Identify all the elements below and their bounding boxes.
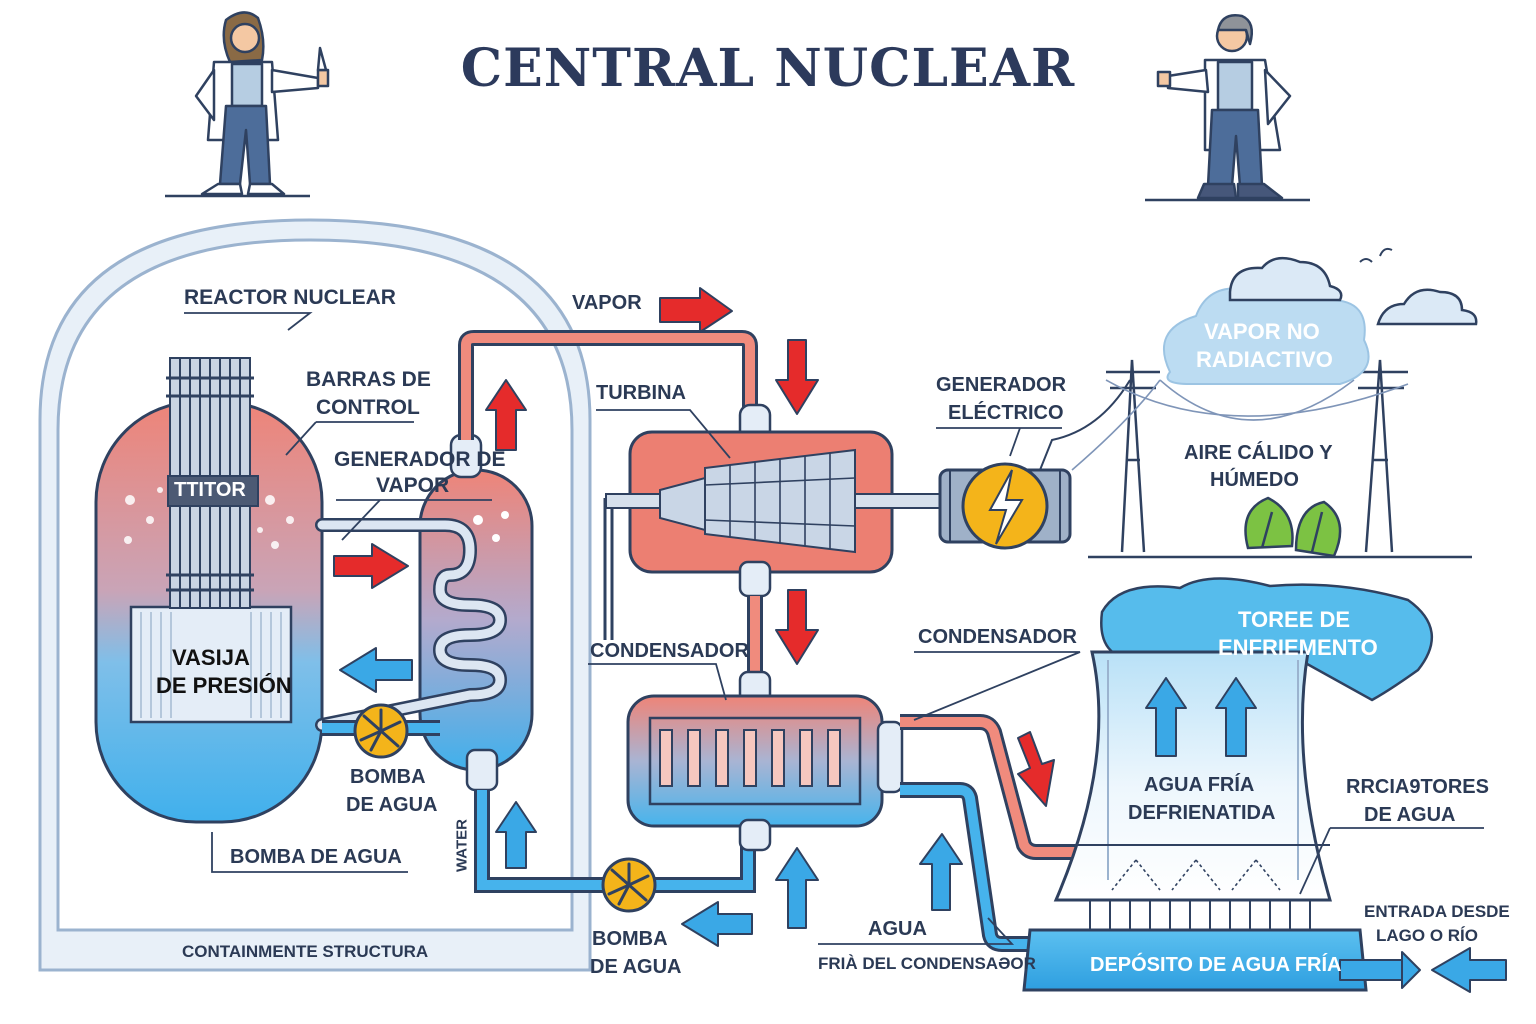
label-generator-2: ELÉCTRICO: [948, 402, 1064, 424]
pressure-vessel-core: [129, 605, 293, 724]
label-rod-tag: TTITOR: [174, 479, 246, 501]
lightning-icon: [988, 469, 1024, 545]
label-tower-2: ENFRIEMENTO: [1218, 635, 1378, 660]
label-vapor: VAPOR: [572, 292, 642, 314]
label-condenser-left: CONDENSADOR: [590, 640, 749, 662]
leader-lines: [184, 312, 1484, 945]
power-tower-icon: [1071, 359, 1472, 559]
scientist-man-icon: [1145, 14, 1310, 202]
label-reservoir: DEPÓSITO DE AGUA FRÍA: [1090, 954, 1342, 976]
label-pump-a-1: BOMBA: [350, 766, 426, 788]
cloud-icon: [1162, 256, 1478, 385]
label-nonrad-1: VAPOR NO: [1204, 319, 1320, 344]
scientist-woman-icon: [165, 11, 330, 198]
label-warm-air-1: AIRE CÁLIDO Y: [1184, 442, 1333, 464]
condenser: [626, 670, 904, 852]
label-cold-water-2: FRIÀ DEL CONDENSAƏOR: [818, 954, 1036, 973]
label-control-rods-2: CONTROL: [316, 396, 420, 419]
label-nonrad-2: RADIACTIVO: [1196, 347, 1333, 372]
leaf-bush-icon: [1244, 496, 1342, 558]
label-cold-tower-2: DEFRIENATIDA: [1128, 802, 1276, 824]
label-pump-a-2: DE AGUA: [346, 794, 438, 816]
label-intake-2: LAGO O RÍO: [1376, 926, 1478, 945]
label-water: WATER: [453, 818, 471, 873]
bird-icon: [1359, 247, 1393, 263]
label-control-rods-1: BARRAS DE: [306, 368, 431, 391]
cooling-tower: [1022, 577, 1434, 992]
steam-pipe: [458, 330, 758, 440]
steam-generator: [315, 433, 534, 792]
label-sprinklers-1: RRCIA9TORES: [1346, 776, 1489, 798]
label-cold-tower-1: AGUA FRÍA: [1144, 774, 1255, 796]
warm-water-pipe: [900, 714, 1280, 860]
electric-generator: [938, 379, 1131, 550]
label-reactor: REACTOR NUCLEAR: [184, 286, 396, 309]
label-vessel-2: DE PRESIÓN: [156, 673, 292, 698]
label-vessel-1: VASIJA: [172, 645, 250, 670]
label-tower-1: TOREE DE: [1238, 607, 1351, 632]
pump-fan-icon: [353, 703, 409, 759]
flow-arrows: [333, 287, 1507, 993]
label-sprinklers-2: DE AGUA: [1364, 804, 1456, 826]
label-condenser-right: CONDENSADOR: [918, 626, 1077, 648]
label-generator-1: GENERADOR: [936, 374, 1067, 396]
label-intake-1: ENTRADA DESDE: [1364, 902, 1510, 921]
label-containment: CONTAINMENTE STRUCTURA: [182, 942, 429, 961]
turbine: [603, 403, 941, 640]
control-rods: [166, 357, 259, 609]
page-title: CENTRAL NUCLEAR: [460, 38, 1076, 99]
reactor-vessel: [94, 400, 324, 824]
label-pump-main: BOMBA DE AGUA: [230, 846, 402, 868]
label-warm-air-2: HÚMEDO: [1210, 469, 1299, 491]
label-cold-water-1: AGUA: [868, 918, 927, 940]
label-steam-gen-1: GENERADOR DE: [334, 448, 506, 471]
rod-tag: [167, 475, 259, 507]
label-pump-b-2: DE AGUA: [590, 956, 682, 978]
label-pump-b-1: BOMBA: [592, 928, 668, 950]
label-turbine: TURBINA: [596, 382, 686, 404]
label-steam-gen-2: VAPOR: [376, 474, 450, 497]
pump-fan-icon: [601, 857, 657, 913]
